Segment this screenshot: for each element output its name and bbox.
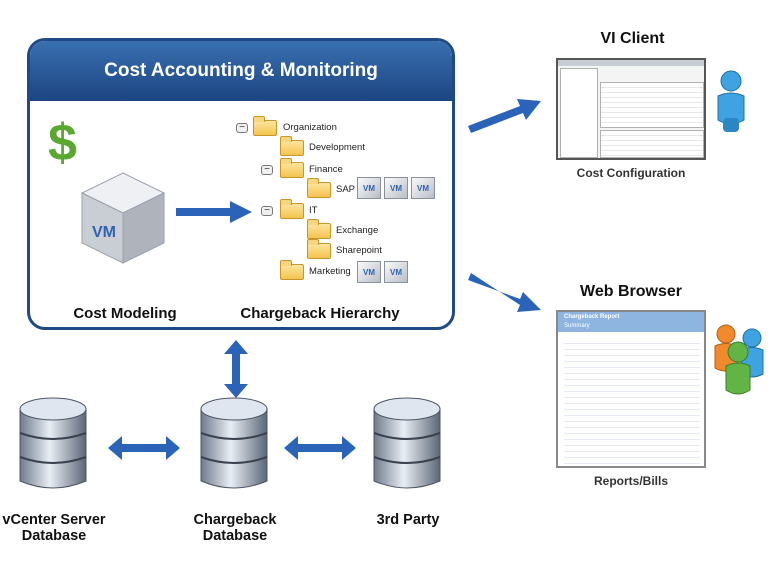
vi-client-screenshot xyxy=(556,58,706,160)
vm-cube-small-icon: VM xyxy=(411,177,435,199)
cost-configuration-caption: Cost Configuration xyxy=(576,166,686,180)
user-group-icon xyxy=(714,324,764,395)
web-browser-title: Web Browser xyxy=(580,283,682,300)
double-arrow-vertical-icon xyxy=(224,340,248,398)
cost-modeling-caption: Cost Modeling xyxy=(73,305,177,322)
config-table-lower xyxy=(600,130,704,158)
window-titlebar xyxy=(558,60,704,66)
folder-icon xyxy=(253,116,277,136)
third-party-database-icon xyxy=(373,397,441,489)
vm-cube-small-icon: VM xyxy=(384,261,408,283)
tree-item-organization[interactable]: Organization xyxy=(283,122,337,133)
collapse-finance-icon[interactable]: − xyxy=(261,165,273,175)
folder-icon xyxy=(307,219,331,239)
folder-icon xyxy=(280,260,304,280)
user-icon xyxy=(717,70,745,132)
panel-title: Cost Accounting & Monitoring xyxy=(30,41,452,101)
folder-icon xyxy=(280,158,304,178)
report-title: Chargeback Report xyxy=(564,314,620,320)
double-arrow-horizontal-icon xyxy=(108,436,180,460)
tree-item-sharepoint[interactable]: Sharepoint xyxy=(336,245,382,256)
folder-icon xyxy=(280,199,304,219)
vi-client-title: VI Client xyxy=(600,30,665,47)
tree-item-marketing[interactable]: Marketing xyxy=(309,266,351,277)
double-arrow-horizontal-icon xyxy=(284,436,356,460)
tree-item-finance[interactable]: Finance xyxy=(309,164,343,175)
arrow-right-icon xyxy=(176,201,252,223)
third-party-database-label: 3rd Party xyxy=(376,512,440,528)
report-header: Chargeback Report Summary xyxy=(558,312,704,332)
chargeback-database-icon xyxy=(200,397,268,489)
chargeback-database-label: Chargeback Database xyxy=(193,512,277,544)
report-subtitle: Summary xyxy=(564,323,590,329)
vm-cube-small-icon: VM xyxy=(357,261,381,283)
chargeback-hierarchy-caption: Chargeback Hierarchy xyxy=(240,305,400,322)
dollar-icon: $ xyxy=(48,114,77,172)
vcenter-database-label: vCenter Server Database xyxy=(2,512,106,544)
tree-pane xyxy=(560,68,598,158)
tree-item-exchange[interactable]: Exchange xyxy=(336,225,379,236)
collapse-it-icon[interactable]: − xyxy=(261,206,273,216)
tree-item-it[interactable]: IT xyxy=(309,205,318,216)
vm-cube-label: VM xyxy=(92,224,116,241)
report-body xyxy=(564,338,700,464)
arrow-to-web-browser-icon xyxy=(468,273,541,312)
tree-item-sap[interactable]: SAP xyxy=(336,184,356,195)
report-screenshot: Chargeback Report Summary xyxy=(556,310,706,468)
vm-cube-small-icon: VM xyxy=(384,177,408,199)
vm-cube-icon: VM xyxy=(80,172,166,264)
folder-icon xyxy=(307,239,331,259)
vm-cube-small-icon: VM xyxy=(357,177,381,199)
collapse-organization-icon[interactable]: − xyxy=(236,123,248,133)
tree-item-development[interactable]: Development xyxy=(309,142,365,153)
cost-accounting-panel: Cost Accounting & Monitoring $ VM − Orga… xyxy=(27,38,455,330)
arrow-to-vi-client-icon xyxy=(468,99,541,133)
folder-icon xyxy=(280,136,304,156)
folder-icon xyxy=(307,178,331,198)
vcenter-database-icon xyxy=(19,397,87,489)
reports-bills-caption: Reports/Bills xyxy=(593,474,668,488)
config-table xyxy=(600,82,704,128)
